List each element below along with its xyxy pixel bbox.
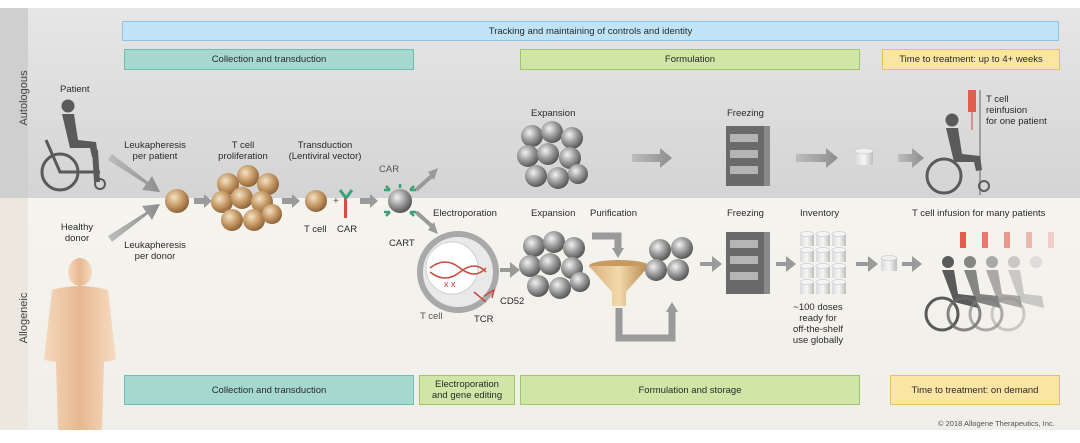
patient-wheelchair-icon [40,99,106,192]
arrow-vial-to-patient-auto [898,148,924,168]
arrow-edit-to-expansion [500,262,520,278]
purified-cells-cluster [645,237,693,281]
autologous-vial-icon [854,147,874,165]
proliferation-label: T cell proliferation [218,140,268,162]
reinfusion-patient-icon [925,90,990,195]
healthy-donor-icon [44,258,116,430]
cart-label: CART [389,238,415,249]
tracking-banner: Tracking and maintaining of controls and… [122,21,1059,41]
arrow-to-vial-allo [856,256,878,272]
arrow-to-inventory [776,256,796,272]
autologous-freezer-icon [726,126,770,186]
car-top-label: CAR [379,164,400,175]
tcr-label: TCR [474,314,494,325]
autologous-side-label: Autologous [18,70,30,126]
allogeneic-side-label: Allogeneic [18,292,30,344]
arrow-to-freezing-allo [700,256,722,272]
auto-expansion-label: Expansion [531,108,576,119]
allo-freezing-label: Freezing [727,208,764,219]
arrow-to-patients-allo [902,256,922,272]
many-patients-icon [924,232,1054,332]
allogeneic-freezer-icon [726,232,770,294]
auto-collection-bar: Collection and transduction [124,49,414,70]
allogeneic-vial-icon [880,255,898,271]
transduction-label: Transduction (Lentiviral vector) [288,140,362,162]
auto-freezing-label: Freezing [727,108,764,119]
allo-time-bar: Time to treatment: on demand [890,375,1060,405]
allo-editing-bar: Electroporation and gene editing [419,375,515,405]
edited-t-cell-label: T cell [420,311,443,322]
electroporation-label: Electroporation [433,208,497,219]
arrow-cart-to-autologous [414,172,436,192]
arrow-expansion-to-freezing-auto [632,148,672,168]
allogeneic-expansion-cluster [519,231,590,299]
t-cell-single [165,189,189,213]
svg-text:x x: x x [444,279,456,289]
allo-collection-bar: Collection and transduction [124,375,414,405]
arrow-cart-to-allogeneic [414,210,436,230]
allo-leukapheresis-label: Leukapheresis per donor [124,240,186,262]
auto-formulation-bar: Formulation [520,49,860,70]
autologous-side-strip [0,8,28,198]
purification-funnel-icon [589,260,649,306]
arrow-to-proliferation [194,194,212,208]
inventory-label: Inventory [800,208,840,219]
patient-label: Patient [60,84,90,95]
cd52-label: CD52 [500,296,525,307]
arrow-to-funnel [592,232,622,250]
t-cell-label: T cell [304,224,327,235]
gene-edited-t-cell-icon: x x [417,231,499,313]
leukapheresis-arrow-bottom [108,204,160,242]
auto-leukapheresis-label: Leukapheresis per patient [124,140,186,162]
auto-time-bar: Time to treatment: up to 4+ weeks [882,49,1060,70]
arrow-funnel-to-purified [615,308,676,342]
doses-label: ~100 doses ready for off-the-shelf use g… [792,302,844,346]
car-construct-icon [338,189,354,218]
arrow-to-transduction [282,194,300,208]
reinfusion-label: T cell reinfusion for one patient [986,94,1047,127]
allo-expansion-label: Expansion [531,208,576,219]
svg-text:+: + [333,196,339,207]
allo-formulation-bar: Formulation and storage [520,375,860,405]
car-label: CAR [337,224,358,235]
proliferation-cluster [211,165,282,231]
infusion-many-label: T cell infusion for many patients [912,208,1046,219]
healthy-donor-label: Healthy donor [60,222,94,244]
leukapheresis-arrow-top [108,154,160,192]
arrow-to-cart [360,194,378,208]
purification-label: Purification [590,208,637,219]
t-cell-transduction [305,190,327,212]
cart-cell-icon [384,184,416,217]
allogeneic-side-strip [0,198,28,430]
copyright: © 2018 Allogene Therapeutics, Inc. [938,419,1055,428]
autologous-expansion-cluster [517,121,588,189]
inventory-vials-icon [799,231,847,294]
arrow-freezing-to-vial-auto [796,148,838,168]
